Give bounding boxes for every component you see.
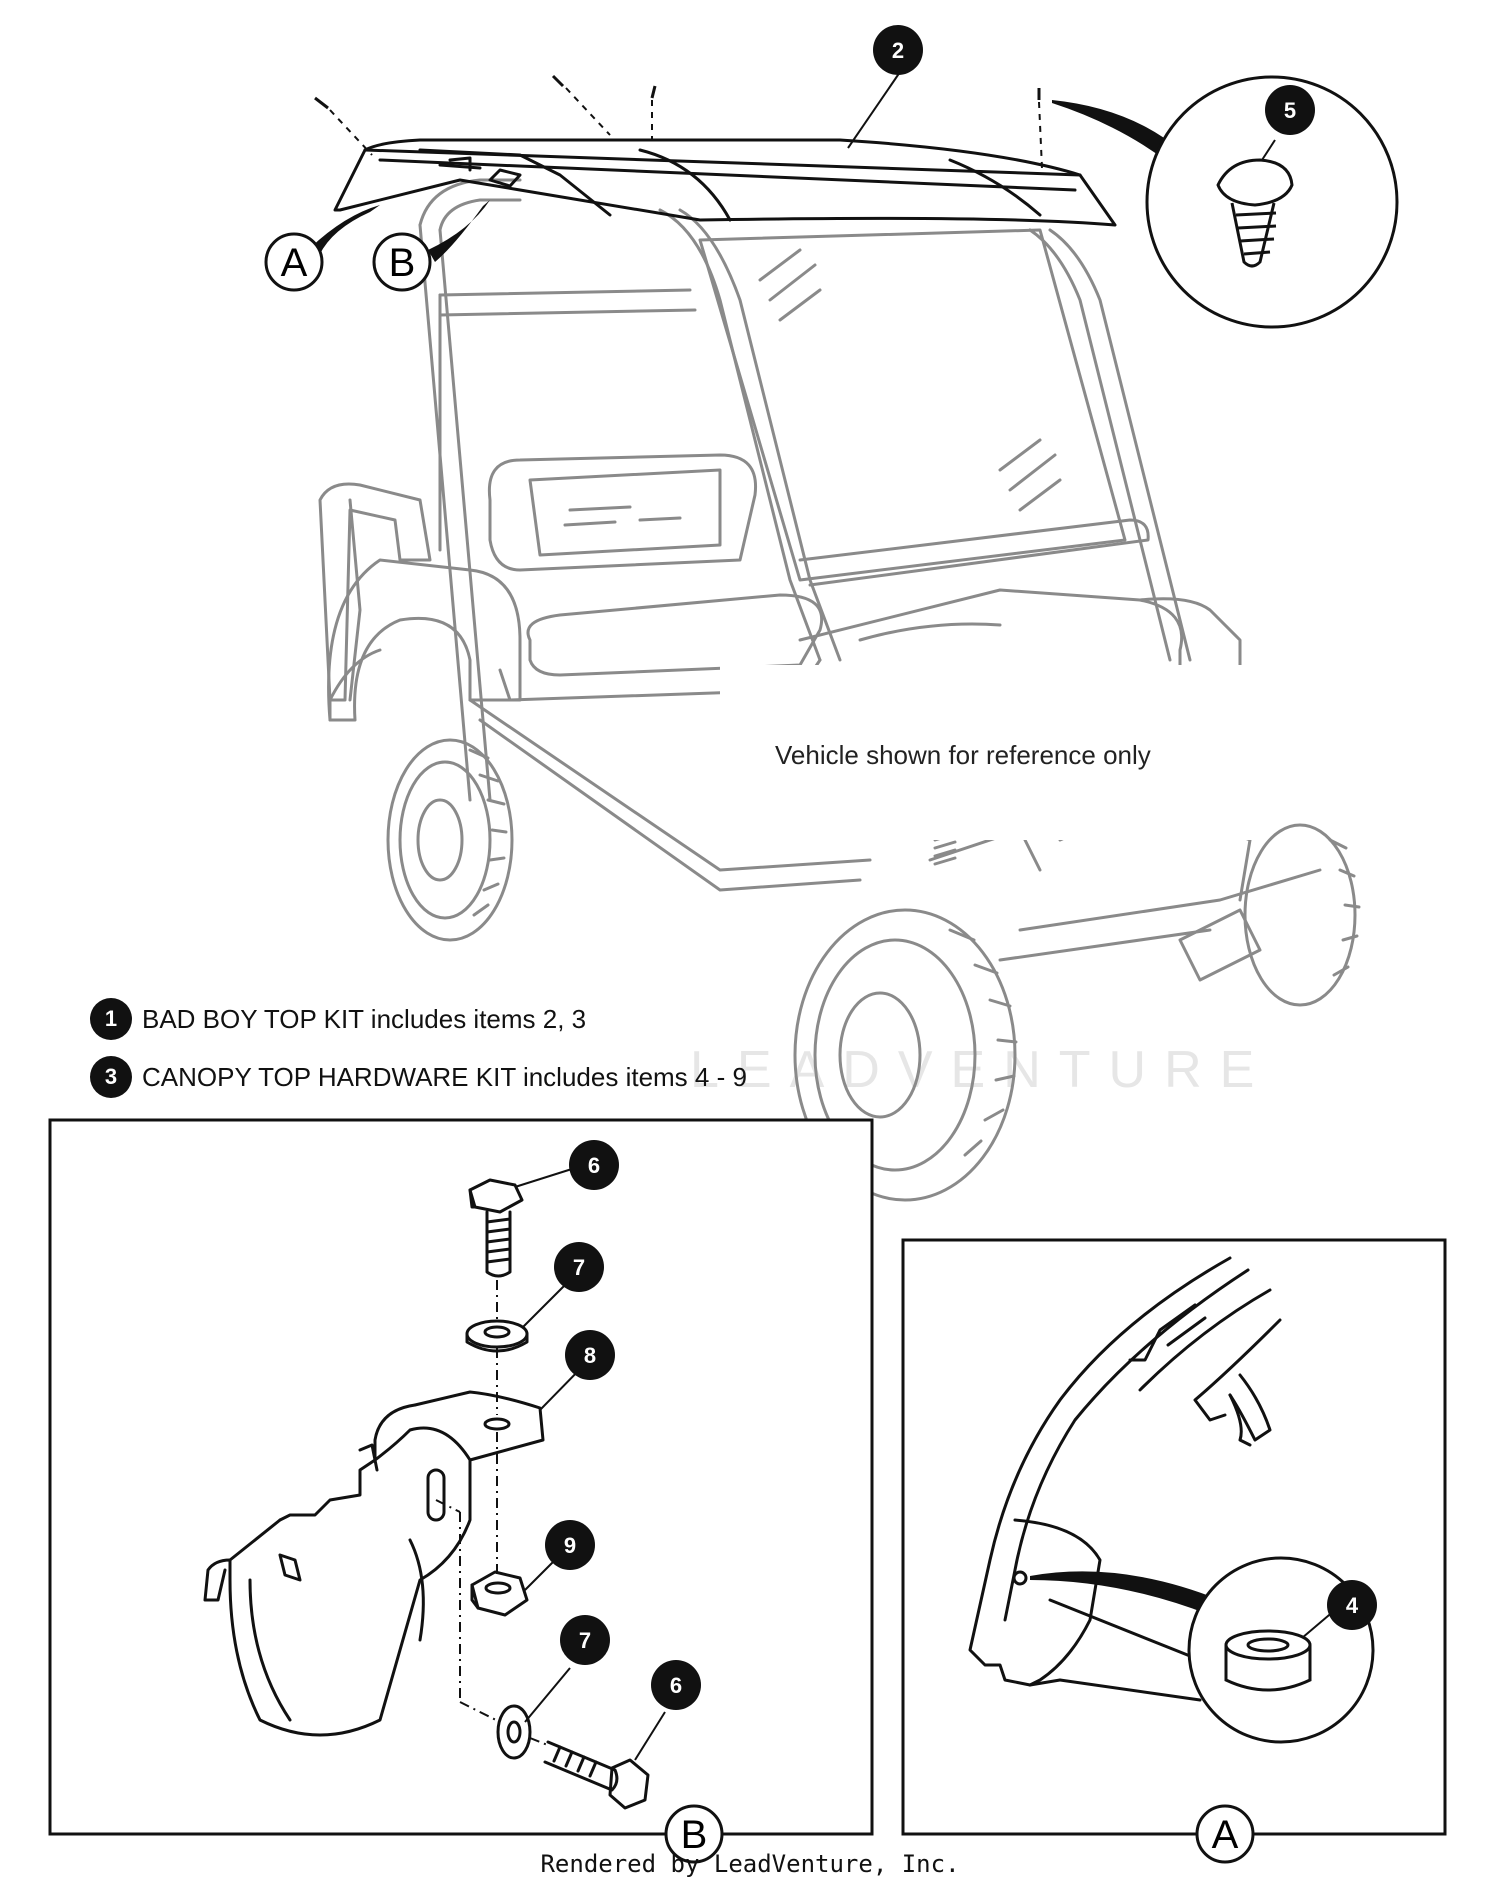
footer-credit: Rendered by LeadVenture, Inc. bbox=[540, 1850, 960, 1878]
legend-number: 3 bbox=[90, 1056, 132, 1098]
legend-text: BAD BOY TOP KIT includes items 2, 3 bbox=[142, 1003, 587, 1034]
detail-panel-a bbox=[901, 1238, 1447, 1836]
detail-panel-b bbox=[48, 1118, 874, 1836]
detail-label-a-panel: A bbox=[1212, 1813, 1239, 1857]
callout-5: 5 bbox=[1284, 98, 1296, 123]
callout-9: 9 bbox=[564, 1533, 576, 1558]
callout-6: 6 bbox=[588, 1153, 600, 1178]
legend-text: CANOPY TOP HARDWARE KIT includes items 4… bbox=[142, 1061, 747, 1092]
callout-8: 8 bbox=[584, 1343, 596, 1368]
callout-4: 4 bbox=[1346, 1593, 1359, 1618]
callout-6: 6 bbox=[670, 1673, 682, 1698]
legend-item-3: 3 CANOPY TOP HARDWARE KIT includes items… bbox=[90, 1055, 747, 1099]
detail-label-b-top: B bbox=[389, 241, 416, 285]
callout-7: 7 bbox=[573, 1255, 585, 1280]
legend-item-1: 1 BAD BOY TOP KIT includes items 2, 3 bbox=[90, 997, 586, 1041]
callout-7: 7 bbox=[579, 1628, 591, 1653]
reference-note: Vehicle shown for reference only bbox=[775, 740, 1151, 770]
callouts-panel-b: 6 7 8 9 7 6 bbox=[545, 1140, 701, 1710]
detail-label-b-panel: B bbox=[681, 1813, 708, 1857]
detail-label-a-top: A bbox=[281, 241, 308, 285]
legend-number: 1 bbox=[90, 998, 132, 1040]
callout-2: 2 bbox=[892, 38, 904, 63]
